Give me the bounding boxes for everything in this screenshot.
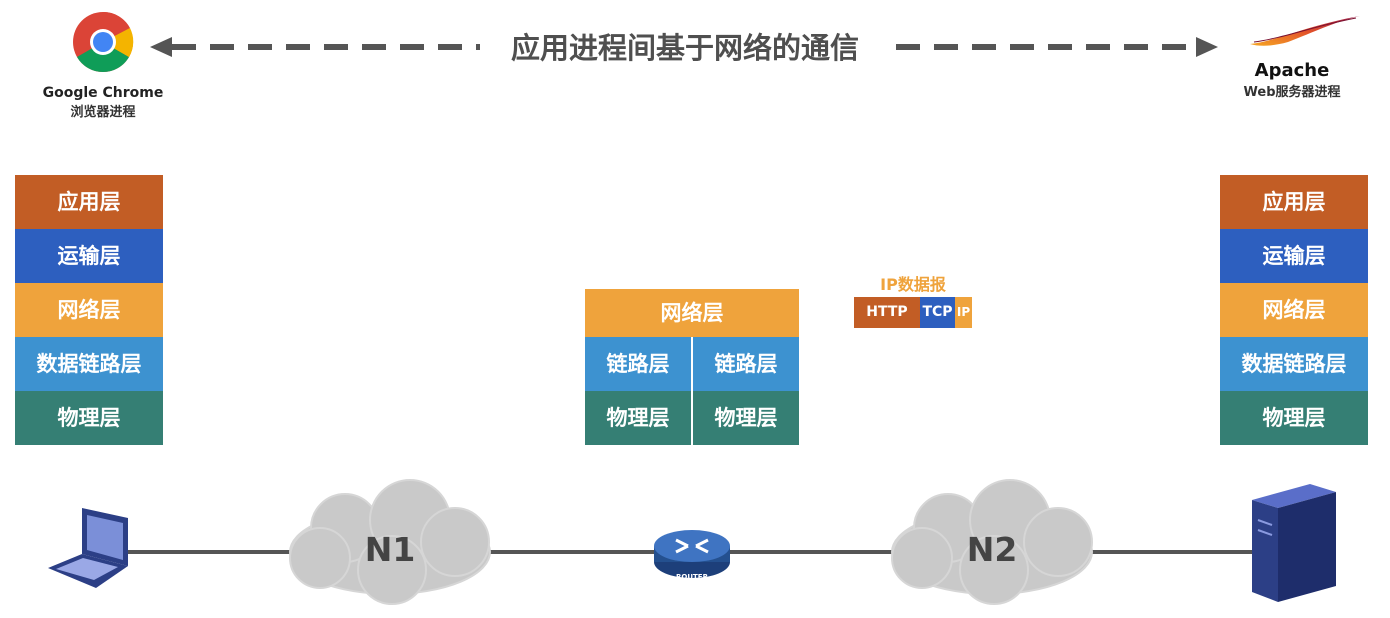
layer-physical: 物理层 [15, 391, 163, 445]
packet-http: HTTP [854, 297, 920, 328]
page-title: 应用进程间基于网络的通信 [480, 26, 890, 70]
server-app-sub: Web服务器进程 [1243, 85, 1341, 100]
apache-feather-icon [1250, 16, 1360, 46]
ip-datagram: HTTP TCP IP [854, 297, 972, 328]
client-protocol-stack: 应用层 运输层 网络层 数据链路层 物理层 [15, 175, 163, 445]
router-layer-link-left: 链路层 [585, 337, 691, 391]
layer-transport: 运输层 [1220, 229, 1368, 283]
packet-tcp: TCP [920, 297, 955, 328]
client-app-sub: 浏览器进程 [70, 105, 136, 120]
layer-datalink: 数据链路层 [15, 337, 163, 391]
server-icon [1252, 484, 1336, 602]
layer-network: 网络层 [1220, 283, 1368, 337]
packet-ip: IP [955, 297, 972, 328]
router-label: ROUTER [676, 573, 708, 581]
cloud-n1-label: N1 [364, 530, 416, 569]
router-layer-network: 网络层 [585, 289, 799, 337]
packet-title: IP数据报 [880, 275, 946, 294]
layer-application: 应用层 [15, 175, 163, 229]
cloud-n2-label: N2 [966, 530, 1018, 569]
cloud-n1-icon [289, 479, 491, 605]
server-app-name: Apache [1254, 60, 1330, 81]
router-layer-physical-right: 物理层 [693, 391, 799, 445]
router-protocol-stack: 网络层 链路层 链路层 物理层 物理层 [585, 289, 799, 445]
chrome-logo-icon [73, 11, 134, 73]
server-protocol-stack: 应用层 运输层 网络层 数据链路层 物理层 [1220, 175, 1368, 445]
client-app-label: Google Chrome 浏览器进程 [30, 85, 176, 120]
layer-physical: 物理层 [1220, 391, 1368, 445]
network-topology [48, 479, 1336, 605]
client-app-name: Google Chrome [42, 85, 164, 101]
communication-arrow [150, 37, 1218, 57]
server-app-label: Apache Web服务器进程 [1222, 60, 1362, 100]
layer-transport: 运输层 [15, 229, 163, 283]
layer-application: 应用层 [1220, 175, 1368, 229]
layer-network: 网络层 [15, 283, 163, 337]
router-icon [654, 530, 730, 578]
cloud-n2-icon [891, 479, 1093, 605]
laptop-icon [48, 508, 128, 588]
layer-datalink: 数据链路层 [1220, 337, 1368, 391]
router-layer-link-right: 链路层 [693, 337, 799, 391]
router-layer-physical-left: 物理层 [585, 391, 691, 445]
